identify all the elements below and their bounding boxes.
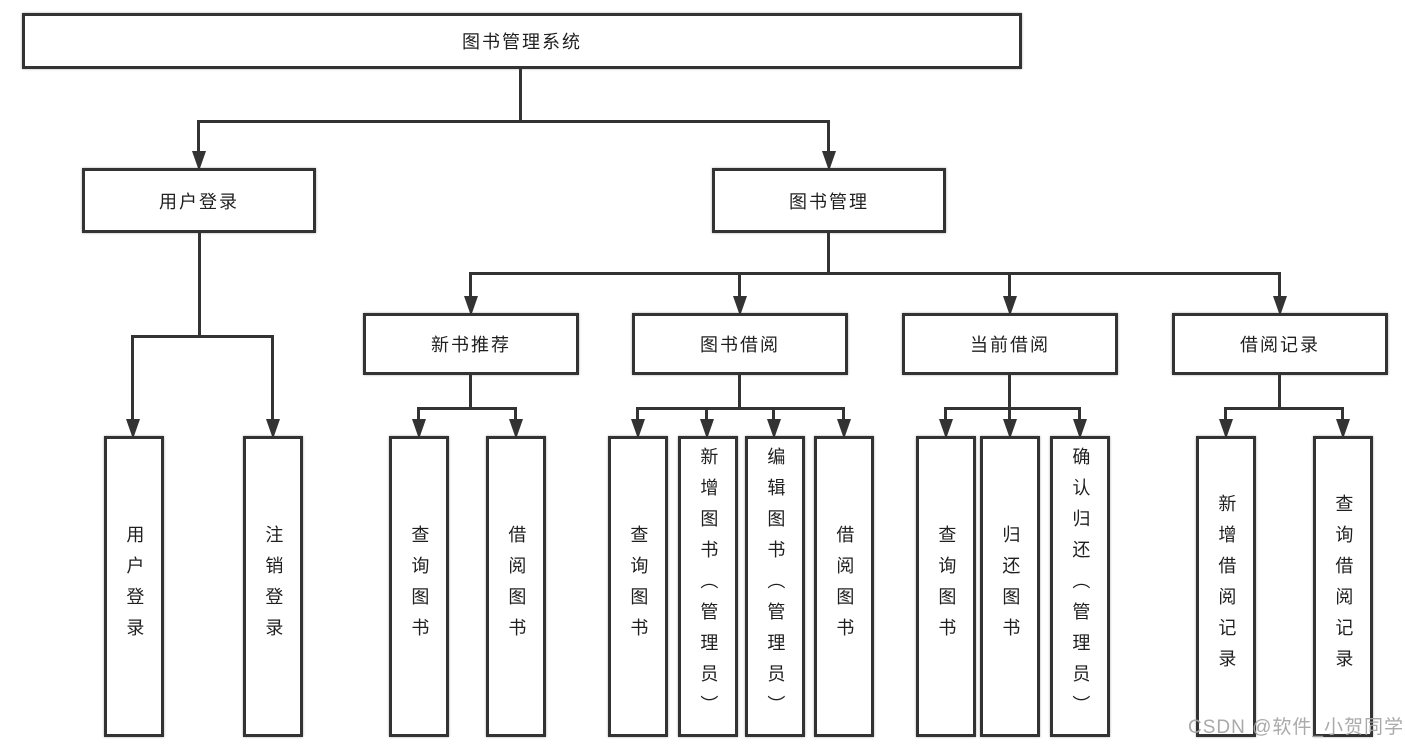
leaf-label: 借阅图书 <box>506 524 527 649</box>
leaf-label: 确认归还（管理员） <box>1070 447 1091 726</box>
arrow-bb-add-books <box>700 407 714 439</box>
arrow-bb-borrow-books <box>837 407 851 439</box>
node-label: 图书管理系统 <box>462 32 582 52</box>
leaf-cb-query-books: 查询图书 <box>916 436 976 737</box>
leaf-logout: 注销登录 <box>243 436 303 737</box>
leaf-bb-add-books-admin: 新增图书（管理员） <box>678 436 738 737</box>
arrow-to-leaf-logout <box>266 335 280 439</box>
connector-root-stub <box>519 68 522 122</box>
leaf-nbr-query-books: 查询图书 <box>389 436 449 737</box>
connector-new-book-recommend-stub <box>469 375 472 409</box>
leaf-label: 注销登录 <box>263 524 284 649</box>
node-user-login: 用户登录 <box>82 168 316 233</box>
connector-book-management-stub <box>827 233 830 275</box>
node-book-management: 图书管理 <box>712 168 946 233</box>
node-label: 新书推荐 <box>431 335 511 355</box>
arrow-cb-return-books <box>1003 407 1017 439</box>
arrow-nbr-query-books <box>412 407 426 439</box>
leaf-bb-query-books: 查询图书 <box>608 436 668 737</box>
leaf-cb-return-books: 归还图书 <box>980 436 1040 737</box>
arrow-bb-edit-books <box>767 407 781 439</box>
leaf-label: 新增借阅记录 <box>1216 493 1237 680</box>
arrow-to-book-management <box>822 120 836 171</box>
leaf-label: 用户登录 <box>124 524 145 649</box>
connector-new-book-recommend-bar <box>417 407 517 410</box>
connector-user-login-bar <box>131 335 274 338</box>
connector-book-borrow-bar <box>636 407 845 410</box>
connector-current-borrow-bar <box>944 407 1081 410</box>
leaf-label: 借阅图书 <box>834 524 855 649</box>
arrow-to-current-borrow <box>1003 272 1017 316</box>
connector-borrow-records-bar <box>1224 407 1344 410</box>
arrow-nbr-borrow-books <box>509 407 523 439</box>
node-label: 当前借阅 <box>970 335 1050 355</box>
connector-user-login-stub <box>198 233 201 338</box>
leaf-label: 查询图书 <box>936 524 957 649</box>
connector-book-borrow-stub <box>738 375 741 409</box>
leaf-label: 查询图书 <box>628 524 649 649</box>
connector-current-borrow-stub <box>1008 375 1011 409</box>
arrow-to-new-book-recommend <box>464 272 478 316</box>
leaf-label: 编辑图书（管理员） <box>765 447 786 726</box>
node-current-borrow: 当前借阅 <box>902 313 1118 375</box>
leaf-br-add-borrow-record: 新增借阅记录 <box>1196 436 1256 737</box>
arrow-br-add-record <box>1219 407 1233 439</box>
leaf-label: 归还图书 <box>1000 524 1021 649</box>
leaf-label: 新增图书（管理员） <box>698 447 719 726</box>
connector-book-management-bar <box>469 272 1281 275</box>
arrow-to-borrow-records <box>1273 272 1287 316</box>
arrow-to-book-borrow <box>733 272 747 316</box>
arrow-to-leaf-user-login <box>126 335 140 439</box>
node-label: 借阅记录 <box>1240 335 1320 355</box>
leaf-cb-confirm-return-admin: 确认归还（管理员） <box>1050 436 1110 737</box>
node-library-management-system: 图书管理系统 <box>22 13 1022 69</box>
node-new-book-recommend: 新书推荐 <box>363 313 579 375</box>
leaf-label: 查询借阅记录 <box>1333 493 1354 680</box>
arrow-cb-confirm-return <box>1073 407 1087 439</box>
node-label: 用户登录 <box>159 191 239 212</box>
node-label: 图书借阅 <box>700 335 780 355</box>
leaf-bb-borrow-books: 借阅图书 <box>814 436 874 737</box>
connector-root-bar <box>197 120 830 123</box>
arrow-br-query-record <box>1336 407 1350 439</box>
node-borrow-records: 借阅记录 <box>1172 313 1388 375</box>
arrow-bb-query-books <box>631 407 645 439</box>
leaf-nbr-borrow-books: 借阅图书 <box>486 436 546 737</box>
arrow-to-user-login <box>192 120 206 171</box>
arrow-cb-query-books <box>939 407 953 439</box>
leaf-user-login: 用户登录 <box>104 436 164 737</box>
leaf-label: 查询图书 <box>409 524 430 649</box>
node-book-borrow: 图书借阅 <box>632 313 848 375</box>
watermark: CSDN @软件_小贺同学 <box>1188 717 1404 738</box>
leaf-bb-edit-books-admin: 编辑图书（管理员） <box>745 436 805 737</box>
connector-borrow-records-stub <box>1278 375 1281 409</box>
node-label: 图书管理 <box>789 191 869 212</box>
leaf-br-query-borrow-record: 查询借阅记录 <box>1313 436 1373 737</box>
